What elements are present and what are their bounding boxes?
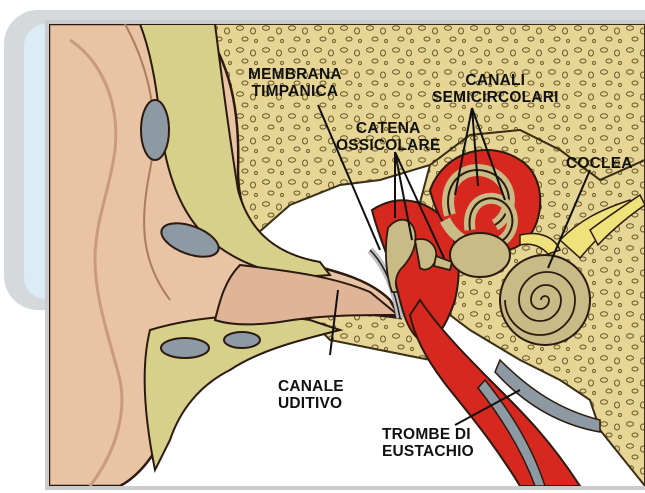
label-membrana-timpanica: MEMBRANA TIMPANICA — [248, 66, 342, 100]
label-catena-ossicolare: CATENA OSSICOLARE — [336, 120, 440, 154]
label-line: TIMPANICA — [248, 83, 342, 100]
label-line: MEMBRANA — [248, 66, 342, 83]
label-line: UDITIVO — [278, 395, 344, 412]
label-line: EUSTACHIO — [382, 443, 474, 460]
label-coclea: COCLEA — [566, 155, 633, 172]
cavity-top — [141, 100, 169, 160]
label-canale-uditivo: CANALE UDITIVO — [278, 378, 344, 412]
label-line: CATENA — [336, 120, 440, 137]
label-line: SEMICIRCOLARI — [432, 89, 559, 106]
cochlea — [500, 255, 590, 345]
cavity-low2 — [224, 332, 260, 348]
label-line: COCLEA — [566, 155, 633, 172]
ear-canal — [215, 265, 398, 324]
label-trombe-di-eustachio: TROMBE DI EUSTACHIO — [382, 426, 474, 460]
label-line: CANALE — [278, 378, 344, 395]
vestibule — [450, 233, 510, 277]
cavity-low — [161, 338, 209, 358]
label-canali-semicircolari: CANALI SEMICIRCOLARI — [432, 72, 559, 106]
label-line: CANALI — [432, 72, 559, 89]
label-line: TROMBE DI — [382, 426, 474, 443]
label-line: OSSICOLARE — [336, 137, 440, 154]
